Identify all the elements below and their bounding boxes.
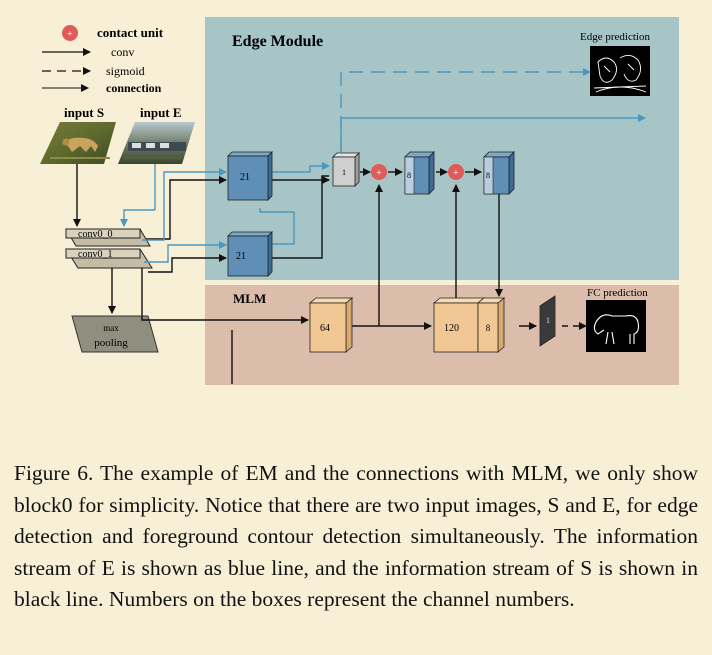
contact-unit-2: + xyxy=(448,164,464,180)
max-pooling-layer: max pooling xyxy=(71,315,159,353)
legend-connection: connection xyxy=(106,81,162,95)
mlm-box-1: 1 xyxy=(539,295,556,347)
em-1-label: 1 xyxy=(342,168,346,177)
conv0-1-label: conv0_1 xyxy=(78,249,112,260)
mlm-8-label: 8 xyxy=(486,323,491,333)
em-box-1: 1 xyxy=(332,152,360,187)
em-21-a-label: 21 xyxy=(240,172,250,183)
edge-prediction-image xyxy=(590,46,650,96)
input-e-image xyxy=(118,122,195,164)
mlm-1-label: 1 xyxy=(546,316,550,325)
input-s-image xyxy=(40,122,116,164)
architecture-figure: Edge Module MLM + contact unit conv sigm… xyxy=(40,17,679,385)
em-box-8-b: 8 xyxy=(483,151,515,195)
contact-unit-icon xyxy=(62,25,78,41)
conv0-0-label: conv0_0 xyxy=(78,229,112,240)
mlm-64-label: 64 xyxy=(320,323,330,334)
em-21-b-label: 21 xyxy=(236,251,246,262)
input-s-label: input S xyxy=(64,105,104,120)
fc-prediction-image xyxy=(586,300,646,352)
contact-unit-1-symbol: + xyxy=(376,168,382,179)
legend: + contact unit conv sigmoid connection xyxy=(42,25,164,95)
mlm-title: MLM xyxy=(233,291,266,306)
mlm-box-8: 8 xyxy=(476,297,506,353)
em-box-21-a: 21 xyxy=(227,151,273,201)
edge-module-title: Edge Module xyxy=(232,33,323,50)
contact-unit-2-symbol: + xyxy=(453,168,459,179)
input-e-label: input E xyxy=(140,105,182,120)
em-box-8-a: 8 xyxy=(404,151,435,195)
fc-prediction-label: FC prediction xyxy=(587,287,648,299)
figure-caption: Figure 6. The example of EM and the conn… xyxy=(14,461,698,612)
max-pooling-top-label: max xyxy=(103,323,119,333)
blue-stream-lines xyxy=(120,68,646,330)
contact-unit-1: + xyxy=(371,164,387,180)
legend-contact-unit: contact unit xyxy=(97,25,164,40)
em-box-21-b: 21 xyxy=(227,231,273,277)
max-pooling-bottom-label: pooling xyxy=(94,337,128,349)
legend-sigmoid: sigmoid xyxy=(106,64,145,78)
mlm-120-label: 120 xyxy=(444,323,459,334)
mlm-box-120: 120 xyxy=(432,297,486,353)
black-stream-lines xyxy=(73,164,537,384)
conv-layers-stack: conv0_0 conv0_1 xyxy=(65,228,153,269)
em-8-a-label: 8 xyxy=(407,171,411,180)
contact-unit-icon-symbol: + xyxy=(67,29,73,40)
mlm-box-64: 64 xyxy=(308,297,354,353)
em-8-b-label: 8 xyxy=(486,171,490,180)
legend-conv: conv xyxy=(111,45,134,59)
edge-prediction-label: Edge prediction xyxy=(580,31,650,43)
